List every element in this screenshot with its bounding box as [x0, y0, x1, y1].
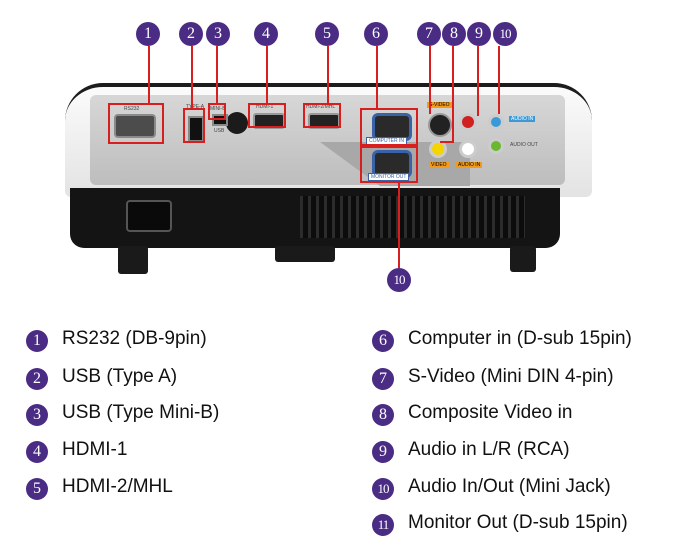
audio-in-right-rca-port: [459, 113, 477, 131]
hdmi-1-label: HDMI-1: [256, 104, 274, 110]
audio-in-rca-label: AUDIO IN: [456, 162, 483, 168]
callout-badge-2: 2: [179, 22, 203, 46]
audio-in-mini-jack: [488, 114, 504, 130]
rs232-port-label: RS232: [124, 106, 140, 112]
legend-number-badge: 3: [26, 404, 48, 426]
callout-line-3: [216, 46, 218, 104]
left-foot: [118, 246, 148, 274]
s-video-port: [428, 113, 452, 137]
connector-panel: [90, 95, 565, 185]
composite-video-port: [429, 140, 447, 158]
callout-badge-10: 10: [493, 22, 517, 46]
callout-line-monitor-out: [398, 183, 400, 268]
usb-mini-b-label: MINI-B: [210, 106, 226, 112]
callout-line-10: [498, 46, 500, 114]
callout-box-monitor-out: [360, 146, 418, 183]
legend-label: Composite Video in: [408, 402, 573, 423]
callout-badge-9: 9: [467, 22, 491, 46]
callout-badge-3: 3: [206, 22, 230, 46]
legend-label: Monitor Out (D-sub 15pin): [408, 512, 628, 533]
audio-in-mini-label: AUDIO IN: [509, 116, 536, 122]
legend-number-badge: 6: [372, 330, 394, 352]
callout-box-1: [108, 103, 164, 144]
legend-label: RS232 (DB-9pin): [62, 328, 207, 349]
callout-box-2: [183, 108, 205, 143]
legend-label: Computer in (D-sub 15pin): [408, 328, 632, 349]
legend-number-badge: 10: [372, 478, 394, 500]
callout-line-8-branch: [440, 141, 454, 143]
legend-number-badge: 5: [26, 478, 48, 500]
callout-line-1: [148, 46, 150, 104]
legend-label: HDMI-1: [62, 439, 128, 460]
callout-box-4: [248, 103, 286, 128]
legend-number-badge: 11: [372, 514, 394, 536]
legend-label: USB (Type Mini-B): [62, 402, 220, 423]
vent-grille: [300, 196, 525, 238]
callout-line-5: [327, 46, 329, 104]
legend-label: HDMI-2/MHL: [62, 476, 173, 497]
callout-line-2: [191, 46, 193, 108]
callout-box-6: [360, 108, 418, 146]
legend-label: Audio in L/R (RCA): [408, 439, 570, 460]
legend-number-badge: 4: [26, 441, 48, 463]
callout-badge-monitor-out: 10: [387, 268, 411, 292]
legend-number-badge: 7: [372, 368, 394, 390]
callout-badge-5: 5: [315, 22, 339, 46]
right-foot: [510, 246, 536, 272]
video-label: VIDEO: [429, 162, 449, 168]
callout-badge-6: 6: [364, 22, 388, 46]
callout-badge-4: 4: [254, 22, 278, 46]
legend-number-badge: 8: [372, 404, 394, 426]
center-foot: [275, 246, 335, 262]
computer-in-port: [372, 113, 412, 141]
rs232-port: [114, 114, 156, 138]
audio-out-label: AUDIO OUT: [510, 142, 538, 148]
callout-line-7: [429, 46, 431, 114]
audio-in-left-rca-port: [459, 140, 477, 158]
legend-label: USB (Type A): [62, 366, 178, 387]
callout-line-4: [266, 46, 268, 104]
callout-line-8: [452, 46, 454, 142]
callout-badge-8: 8: [442, 22, 466, 46]
hdmi-2-label: HDMI-2/MHL: [306, 104, 336, 110]
legend-label: Audio In/Out (Mini Jack): [408, 476, 611, 497]
callout-box-5: [303, 103, 341, 128]
callout-badge-7: 7: [417, 22, 441, 46]
legend-number-badge: 2: [26, 368, 48, 390]
legend-number-badge: 9: [372, 441, 394, 463]
power-inlet: [126, 200, 172, 232]
s-video-label: S-VIDEO: [427, 102, 452, 108]
monitor-out-label: MONITOR OUT: [368, 173, 410, 181]
usb-type-a-label: TYPE-A: [186, 104, 205, 110]
usb-label: USB: [214, 128, 225, 134]
callout-box-3: [208, 103, 226, 120]
ir-sensor: [226, 112, 248, 134]
callout-line-6: [376, 46, 378, 108]
callout-line-9: [477, 46, 479, 116]
legend-number-badge: 1: [26, 330, 48, 352]
projector-rear-panel-illustration: RS232 TYPE-A MINI-B USB HDMI-1 HDMI-2/MH…: [65, 22, 592, 292]
audio-out-mini-jack: [488, 138, 504, 154]
legend-label: S-Video (Mini DIN 4-pin): [408, 366, 614, 387]
callout-badge-1: 1: [136, 22, 160, 46]
